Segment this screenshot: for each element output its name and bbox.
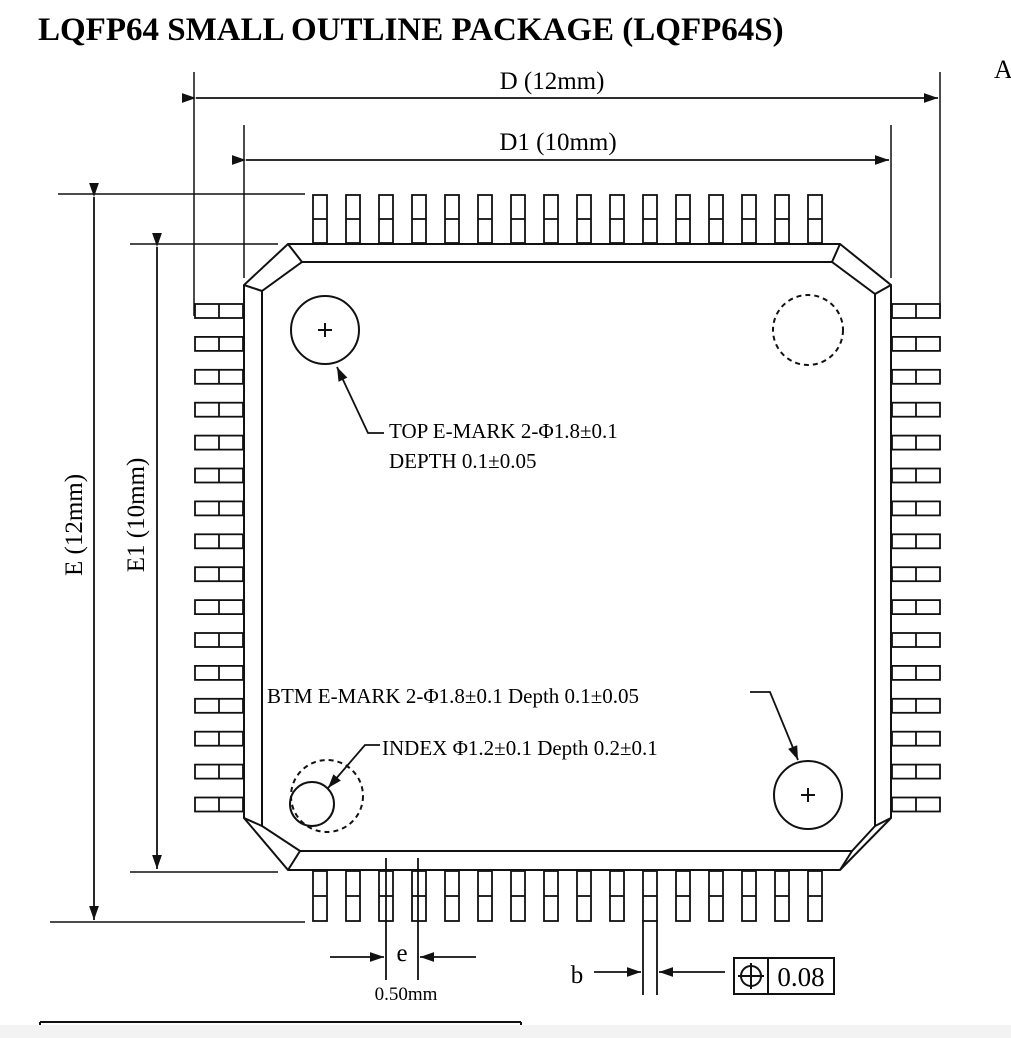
dimension-lead-width (594, 920, 725, 995)
dimension-e: E (12mm) (58, 183, 99, 920)
pin (891, 697, 941, 714)
pin (444, 194, 460, 244)
pin (891, 566, 941, 583)
pin (194, 303, 244, 319)
corner-fragment: A (994, 55, 1011, 84)
pin (642, 194, 658, 244)
pin (891, 500, 941, 517)
pin (543, 194, 559, 244)
pin (345, 194, 361, 244)
pin (891, 599, 941, 615)
pin (194, 730, 244, 747)
pin (194, 697, 244, 714)
pin (891, 467, 941, 484)
pin (807, 870, 823, 922)
lead-width-symbol: b (571, 962, 584, 989)
index-mark-circle (289, 781, 335, 827)
btm-mark-note: BTM E-MARK 2-Φ1.8±0.1 Depth 0.1±0.05 (267, 684, 639, 708)
pin (891, 335, 941, 352)
pin (891, 730, 941, 747)
pin (891, 763, 941, 780)
top-mark-note-line2: DEPTH 0.1±0.05 (389, 449, 536, 473)
dimension-e1: E1 (10mm) (120, 233, 162, 869)
pin (609, 194, 625, 244)
index-mark-note: INDEX Φ1.2±0.1 Depth 0.2±0.1 (382, 736, 658, 760)
dimension-d1-label: D1 (10mm) (499, 129, 616, 156)
pin (891, 665, 941, 681)
pin (675, 194, 691, 244)
pin (891, 368, 941, 385)
pin (194, 335, 244, 352)
pin (642, 870, 658, 922)
dimension-e-label: E (12mm) (61, 474, 88, 576)
pin (194, 500, 244, 517)
top-mark-note-line1: TOP E-MARK 2-Φ1.8±0.1 (389, 419, 618, 443)
pin (411, 870, 427, 922)
pin (891, 533, 941, 550)
top-e-mark-circle (290, 295, 360, 365)
pin (477, 870, 493, 922)
pin (891, 401, 941, 418)
pin-row-right (891, 303, 941, 813)
body-inner-outline (261, 261, 876, 852)
dimension-d: D (12mm) (182, 64, 938, 103)
pin (194, 599, 244, 615)
extension-lines (50, 72, 941, 923)
leader-lines (327, 366, 799, 789)
pin-row-bottom (312, 870, 823, 922)
pin (194, 632, 244, 648)
pin (510, 870, 526, 922)
pitch-symbol: e (396, 940, 407, 967)
pin (312, 870, 328, 922)
pin (891, 434, 941, 451)
pin (807, 194, 823, 244)
pin (194, 533, 244, 550)
pin (312, 194, 328, 244)
pin (194, 401, 244, 418)
pin (576, 870, 592, 922)
pin (675, 870, 691, 922)
pin (708, 870, 724, 922)
btm-e-mark-circle (773, 760, 843, 830)
pin (194, 665, 244, 681)
pin (194, 434, 244, 451)
position-tolerance-icon (738, 963, 764, 989)
pitch-value: 0.50mm (375, 984, 438, 1005)
pin (510, 194, 526, 244)
package-body (243, 243, 892, 871)
tolerance-frame: 0.08 (733, 957, 835, 995)
pin (194, 796, 244, 813)
pin (774, 870, 790, 922)
pin (741, 870, 757, 922)
pin (477, 194, 493, 244)
pin (194, 368, 244, 385)
tolerance-value: 0.08 (777, 962, 824, 992)
pin (194, 566, 244, 583)
pin (774, 194, 790, 244)
pin (194, 763, 244, 780)
pin (576, 194, 592, 244)
pin (741, 194, 757, 244)
pin (194, 467, 244, 484)
dimension-pitch (330, 858, 476, 980)
page-title: LQFP64 SMALL OUTLINE PACKAGE (LQFP64S) (38, 12, 784, 48)
pin (444, 870, 460, 922)
pin (378, 194, 394, 244)
top-e-mark-hidden-circle (772, 294, 844, 366)
pin (411, 194, 427, 244)
pin (609, 870, 625, 922)
pin (543, 870, 559, 922)
pin (891, 796, 941, 813)
dimension-d-label: D (12mm) (500, 68, 605, 95)
pin (345, 870, 361, 922)
pin (708, 194, 724, 244)
pin-row-left (194, 303, 244, 813)
pin-row-top (312, 194, 823, 244)
index-mark-dashed-circle (290, 759, 364, 833)
pin (891, 632, 941, 648)
dimension-e1-label: E1 (10mm) (123, 458, 150, 573)
pin (891, 303, 941, 319)
dimension-d1: D1 (10mm) (232, 126, 889, 165)
